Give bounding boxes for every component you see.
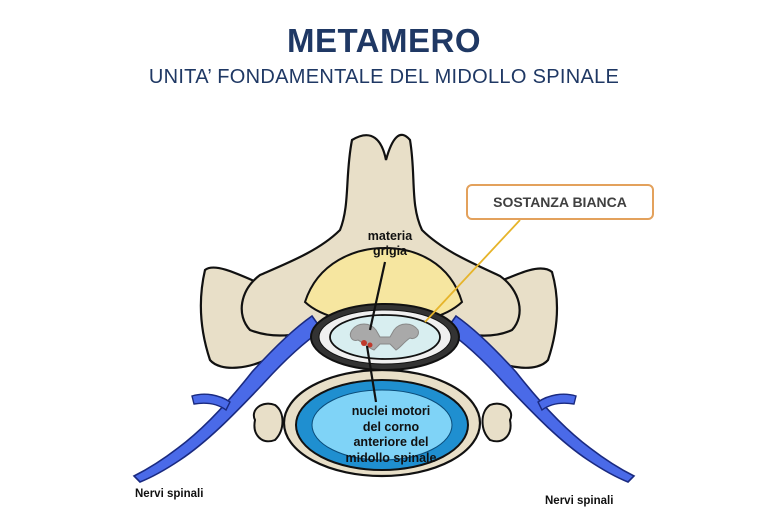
label-nuclei-line4: midollo spinale: [345, 450, 437, 465]
label-nuclei-line2: del corno: [362, 419, 420, 434]
label-materia-line1: materia: [367, 229, 413, 243]
right-spinal-nerve: [444, 314, 636, 483]
motor-nucleus-dot: [367, 342, 373, 348]
right-nerve-branch: [537, 393, 577, 412]
label-nuclei-line1: nuclei motori: [351, 404, 431, 418]
callout-sostanza-bianca: SOSTANZA BIANCA: [466, 184, 654, 220]
label-nervi-spinali-left: Nervi spinali: [135, 488, 204, 500]
left-spinal-nerve: [132, 314, 324, 483]
label-materia-line2: grigia: [372, 244, 408, 258]
disc-nucleus: [311, 389, 453, 461]
motor-nucleus-dot: [361, 340, 367, 346]
pointer-nuclei: [365, 345, 378, 403]
grey-matter: [349, 323, 419, 351]
label-nervi-spinali-right: Nervi spinali: [545, 495, 614, 507]
label-materia-grigia: materia grigia: [350, 229, 430, 259]
page-title: METAMERO: [286, 22, 482, 59]
left-facet: [252, 402, 284, 443]
left-nerve-branch: [191, 393, 231, 412]
pointer-materia-grigia: [368, 261, 387, 331]
label-nuclei-motori: nuclei motori del corno anteriore del mi…: [326, 404, 456, 466]
label-nuclei-line3: anteriore del: [353, 435, 429, 449]
page-subtitle: UNITA’ FONDAMENTALE DEL MIDOLLO SPINALE: [148, 66, 620, 88]
pointer-sostanza-bianca: [424, 219, 521, 323]
right-facet: [481, 402, 513, 443]
